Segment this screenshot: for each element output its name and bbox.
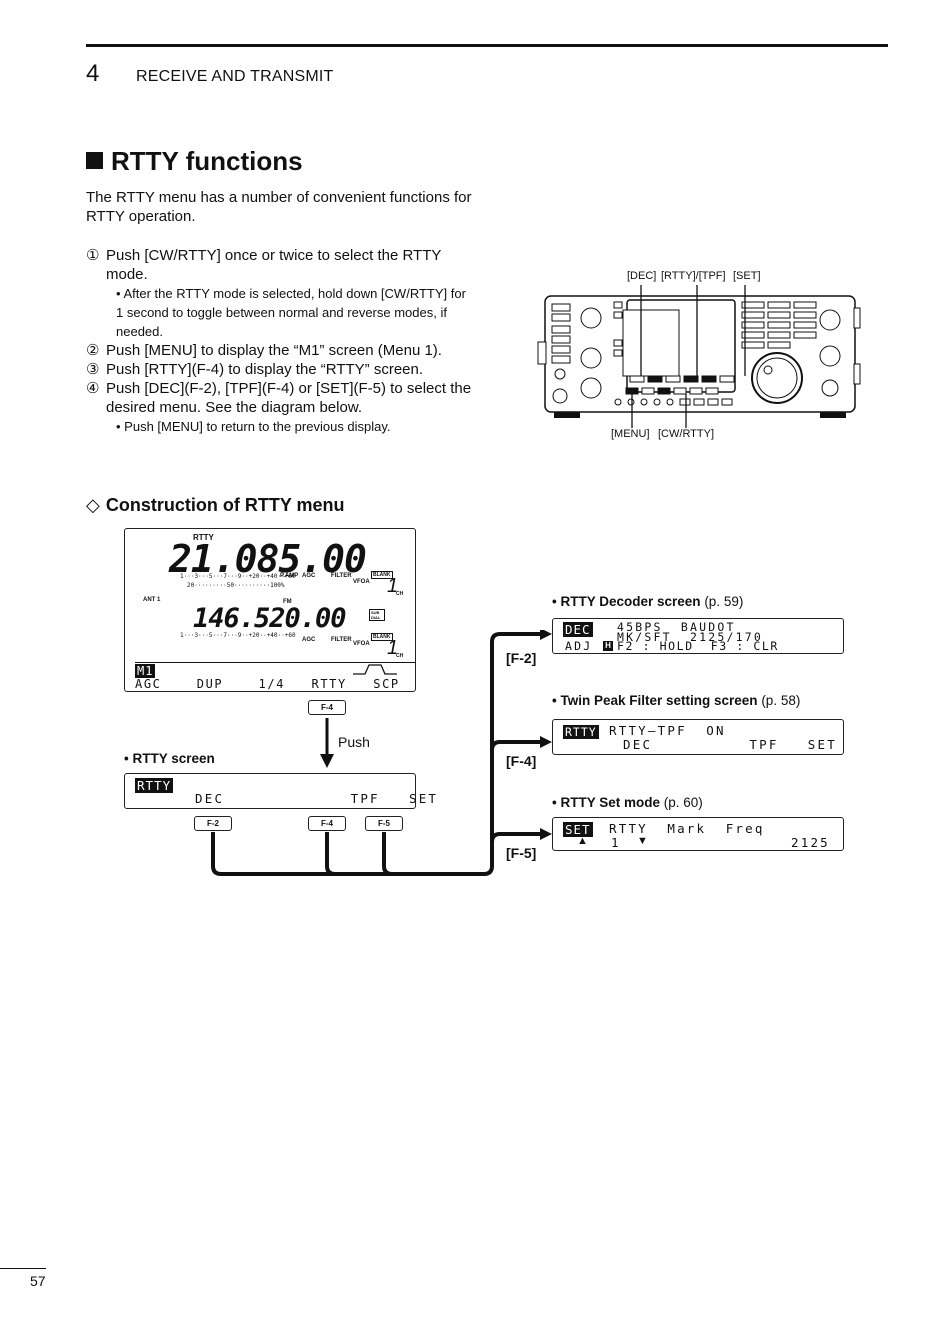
lcd-blank-badge: BLANK: [371, 571, 393, 579]
branch-label-f2: [F-2]: [506, 650, 537, 666]
chapter-title: RECEIVE AND TRANSMIT: [136, 68, 334, 85]
section-intro: The RTTY menu has a number of convenient…: [86, 189, 472, 225]
filter-shape-icon: [353, 664, 397, 675]
subsection-title: ◇Construction of RTTY menu: [86, 495, 345, 515]
label-dec: [DEC]: [627, 270, 657, 282]
menu-flow-connector: [211, 630, 552, 876]
lcd-pamp: P.AMP: [280, 573, 299, 579]
lcd-sub-ch-label: CH: [396, 653, 404, 659]
decoder-tag: DEC: [563, 622, 593, 637]
radio-front-panel-illustration: [537, 285, 861, 428]
rtty-screen-row: DEC TPF SET: [195, 791, 439, 806]
branch-label-f5: [F-5]: [506, 845, 537, 861]
lcd-divider: [135, 662, 415, 663]
f2-key[interactable]: F-2: [194, 816, 232, 831]
lcd-sub-blank-badge: BLANK: [371, 633, 393, 641]
set-line1: RTTY Mark Freq: [609, 821, 765, 836]
set-freq: 2125: [791, 835, 830, 850]
lcd-sub-dial-badge: SUB DIAL: [369, 609, 385, 621]
label-set: [SET]: [733, 270, 761, 282]
main-lcd-display: RTTY 21.085.00 1···3···5···7···9··+20··+…: [124, 528, 416, 692]
lcd-freq-main: 21.085.00: [169, 537, 367, 581]
decoder-screen-title: • RTTY Decoder screen (p. 59): [552, 594, 744, 609]
decoder-line2: MK/SFT 2125/170: [617, 630, 763, 644]
lcd-sub-filter: FILTER: [331, 637, 352, 643]
tpf-screen-lcd: RTTY RTTY–TPF ON DEC TPF SET: [552, 719, 844, 755]
f4-key-menu[interactable]: F-4: [308, 700, 346, 715]
tpf-line1: RTTY–TPF ON: [609, 723, 726, 738]
lcd-mode: RTTY: [193, 533, 214, 542]
decoder-line3: F2 : HOLD F3 : CLR: [617, 639, 779, 653]
lcd-sub-vfoa: VFOA: [353, 641, 370, 647]
chapter-number: 4: [86, 60, 100, 87]
lcd-agc: AGC: [302, 573, 316, 579]
lcd-sub-ch-number: 1: [387, 637, 399, 659]
decoder-screen-lcd: DEC 45BPS BAUDOT MK/SFT 2125/170 ADJ H F…: [552, 618, 844, 654]
lcd-vfoa: VFOA: [353, 579, 370, 585]
rtty-screen-lcd: RTTY DEC TPF SET: [124, 773, 436, 809]
tpf-screen-title: • Twin Peak Filter setting screen (p. 58…: [552, 693, 801, 708]
lcd-ch-label: CH: [396, 591, 404, 597]
decoder-adj: ADJ: [565, 639, 593, 653]
set-screen-title: • RTTY Set mode (p. 60): [552, 795, 703, 810]
lcd-meter-scale: 1···3···5···7···9··+20··+40··+60: [180, 573, 296, 580]
f4-key[interactable]: F-4: [308, 816, 346, 831]
push-arrow-icon: [320, 718, 334, 768]
label-cw-rtty: [CW/RTTY]: [658, 428, 715, 440]
lcd-filter: FILTER: [331, 573, 352, 579]
decoder-line1: 45BPS BAUDOT: [617, 620, 736, 634]
rtty-screen-title: • RTTY screen: [124, 751, 215, 766]
step-1-note: • After the RTTY mode is selected, hold …: [116, 286, 466, 339]
tpf-line2: DEC TPF SET: [623, 737, 837, 752]
push-label: Push: [338, 734, 370, 750]
f5-key[interactable]: F-5: [365, 816, 403, 831]
lcd-po-scale: 20·········50··········100%: [187, 582, 285, 589]
lcd-sub-agc: AGC: [302, 637, 316, 643]
branch-label-f4: [F-4]: [506, 753, 537, 769]
lcd-fm: FM: [283, 599, 292, 605]
label-menu: [MENU]: [611, 428, 650, 440]
down-arrow-icon: ▼: [637, 835, 648, 847]
rtty-screen-tag: RTTY: [135, 778, 174, 793]
square-bullet-icon: [86, 152, 103, 169]
up-arrow-icon: ▲: [577, 835, 588, 847]
set-value: 1: [611, 835, 621, 850]
header-rule: [86, 44, 888, 47]
set-screen-lcd: SET RTTY Mark Freq ▲ 1 ▼ 2125: [552, 817, 844, 851]
lcd-ch-number: 1: [387, 575, 399, 597]
lcd-sub-meter-scale: 1···3···5···7···9··+20··+40··+60: [180, 632, 296, 639]
hold-indicator-badge: H: [603, 641, 613, 651]
footer-rule: [0, 1268, 46, 1269]
step-4-note: • Push [MENU] to return to the previous …: [116, 419, 391, 434]
page-number: 57: [30, 1273, 46, 1289]
lcd-freq-sub: 146.520.00: [193, 603, 347, 634]
lcd-menu-tag: M1: [135, 664, 156, 678]
tpf-tag: RTTY: [563, 725, 599, 739]
section-title: RTTY functions: [86, 146, 303, 177]
set-tag: SET: [563, 822, 593, 837]
label-rtty-tpf: [RTTY]/[TPF]: [661, 270, 726, 282]
lcd-menu-row: AGC DUP 1/4 RTTY SCP: [135, 677, 400, 691]
lcd-ant: ANT 1: [143, 597, 161, 603]
